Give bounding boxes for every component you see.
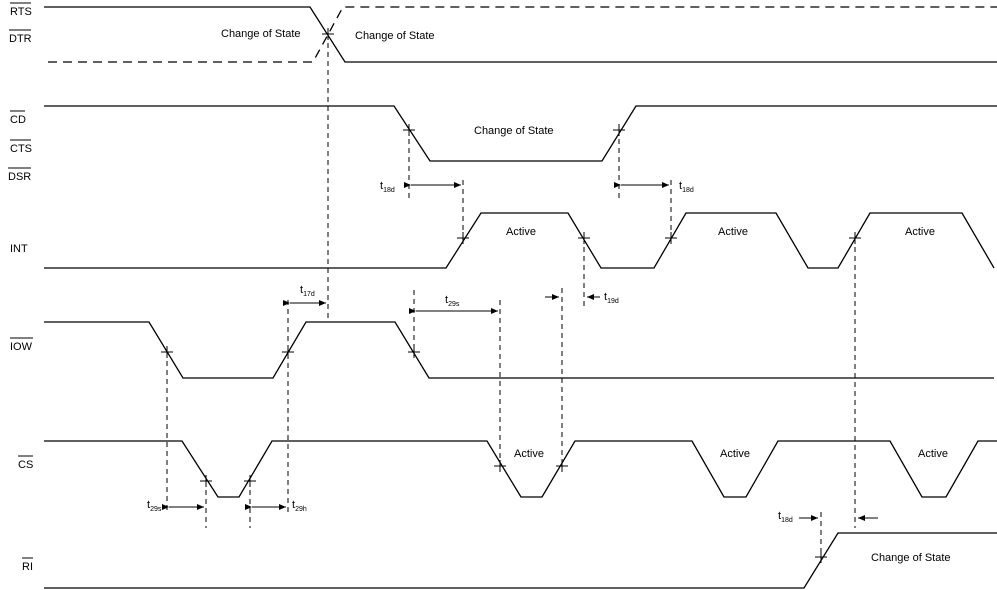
ri-change-of-state: Change of State (871, 552, 951, 564)
t18d-1-label: t18d (380, 180, 395, 194)
cs-wave (44, 440, 997, 498)
signal-labels: RTS DTR CD CTS DSR INT IOW CS RI (8, 2, 33, 573)
signal-label-dtr: DTR (9, 33, 32, 45)
signal-label-cd: CD (10, 114, 26, 126)
signal-label-cs: CS (18, 459, 33, 471)
rts-dtr-change-right: Change of State (355, 30, 435, 42)
t17d-label: t17d (300, 284, 315, 298)
rts-dtr-waveform: Change of State Change of State (44, 6, 997, 63)
rts-dtr-dashed-wave (48, 6, 997, 63)
signal-label-cts: CTS (10, 143, 32, 155)
t29s-cs-label: t29s (147, 499, 162, 513)
cs-active-2: Active (720, 448, 750, 460)
cs-active-3: Active (918, 448, 948, 460)
cd-change-of-state: Change of State (474, 125, 554, 137)
t18d-3-label: t18d (778, 510, 793, 524)
t18d-2-label: t18d (679, 180, 694, 194)
ri-waveform: Change of State (44, 532, 997, 589)
t29s-iow-label: t29s (445, 294, 460, 308)
cd-cts-dsr-waveform: Change of State (44, 105, 997, 162)
signal-label-int: INT (10, 243, 28, 255)
rts-dtr-change-left: Change of State (221, 28, 301, 40)
timing-annotations: t18d t18d t17d t29s t19d t29s t29h t18d (147, 180, 878, 524)
rts-dtr-solid-wave (44, 6, 997, 63)
cd-wave (44, 105, 997, 162)
iow-wave (44, 321, 994, 379)
int-wave (44, 212, 995, 269)
int-active-3: Active (905, 226, 935, 238)
signal-label-dsr: DSR (8, 171, 31, 183)
t29h-label: t29h (292, 499, 307, 513)
cs-active-1: Active (514, 448, 544, 460)
int-active-2: Active (718, 226, 748, 238)
int-active-1: Active (506, 226, 536, 238)
int-waveform: Active Active Active (44, 212, 995, 269)
signal-label-rts: RTS (10, 6, 32, 18)
signal-label-iow: IOW (10, 341, 33, 353)
signal-label-ri: RI (22, 561, 33, 573)
iow-waveform (44, 321, 994, 379)
cs-waveform: Active Active Active (44, 440, 997, 498)
ri-wave (44, 532, 997, 589)
t19d-label: t19d (604, 291, 619, 305)
reference-lines (166, 34, 856, 557)
